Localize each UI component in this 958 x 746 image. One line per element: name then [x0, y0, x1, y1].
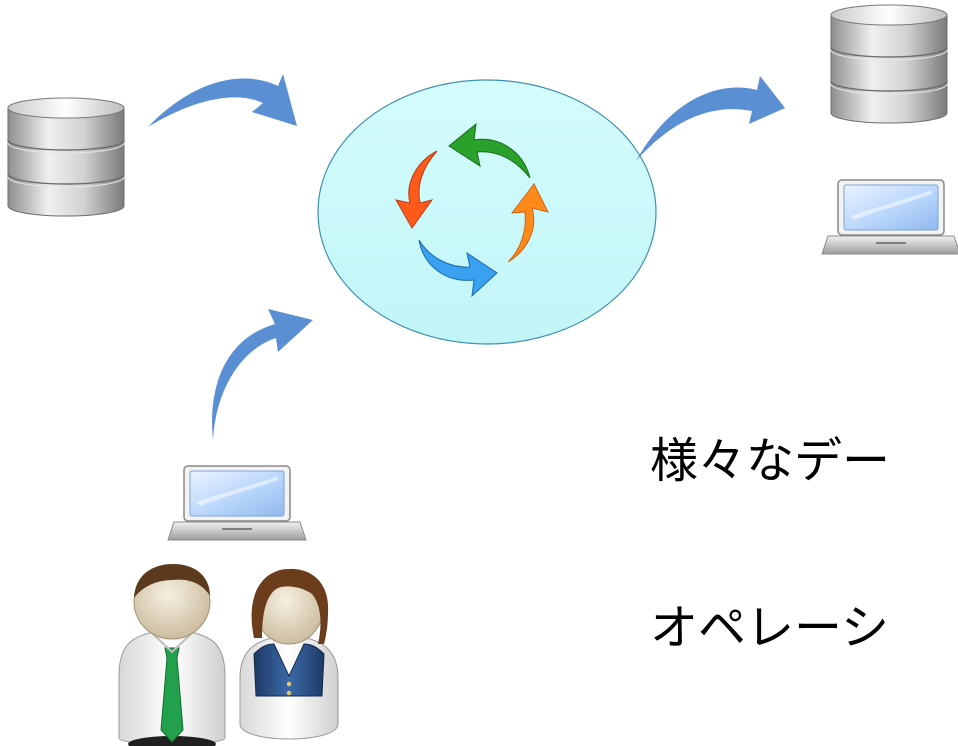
- database-icon: [7, 97, 125, 217]
- businessman-icon: [118, 564, 226, 746]
- curved-arrow-icon: [212, 309, 313, 440]
- laptop-icon: [167, 465, 307, 541]
- caption-line-2: オペレーシ: [650, 600, 890, 656]
- cycle-arrows-icon: [395, 122, 549, 298]
- laptop-icon: [821, 179, 958, 255]
- curved-arrow-icon: [148, 74, 297, 127]
- caption-line-1: 様々なデー: [650, 433, 891, 489]
- curved-arrow-icon: [636, 76, 785, 161]
- process-ellipse: [317, 79, 657, 345]
- businesswoman-icon: [239, 568, 339, 740]
- database-icon: [830, 4, 948, 124]
